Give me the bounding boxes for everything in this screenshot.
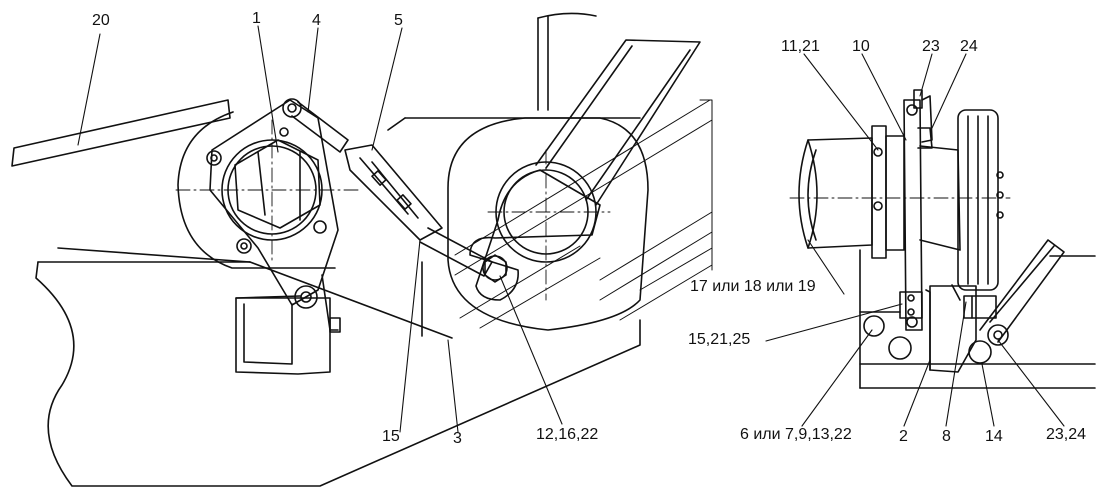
bracket-part-2 [929,285,977,373]
callout-5: 5 [394,12,403,29]
pulley-arm [469,169,601,301]
rod-part-15 [419,227,493,277]
callout-4: 4 [312,12,321,29]
callout-6-7-9-13-22: 6 или 7,9,13,22 [740,426,852,443]
callout-3: 3 [453,430,462,447]
callout-10: 10 [852,38,870,55]
pulley-disk [919,145,961,251]
callout-8: 8 [942,428,951,445]
belt-part-20 [11,99,231,167]
bolt [294,285,318,309]
roller-14 [968,340,992,364]
bolt [313,220,327,234]
callout-14: 14 [985,428,1003,445]
square-hub [234,139,321,229]
callout-20: 20 [92,12,110,29]
bolt [236,238,252,254]
leader-lines [77,25,1065,433]
callout-11-21: 11,21 [781,38,820,55]
frame-outline [35,261,641,487]
housing-body [177,111,336,269]
turnbuckle-part-5 [344,144,443,241]
pulley-housing [447,117,649,331]
bolt [206,150,222,166]
rod-part-23-24 [979,239,1065,343]
left-view [11,12,713,487]
callout-24: 24 [960,38,978,55]
callout-23-24: 23,24 [1046,426,1087,443]
callout-23: 23 [922,38,940,55]
callout-2: 2 [899,428,908,445]
motor-body [798,137,873,249]
callout-15: 15 [382,428,400,445]
nut-12-16-22 [482,255,508,281]
callout-12-16-22: 12,16,22 [536,426,599,443]
plate-part-1 [209,99,339,306]
right-view [798,89,1096,389]
mount-bracket [235,297,331,375]
diagonal-strut [535,39,701,206]
callout-17-18-19: 17 или 18 или 19 [690,278,816,295]
callout-1: 1 [252,10,261,27]
centerlines [175,119,1011,301]
pulley-wheel [957,109,999,291]
callout-15-21-25: 15,21,25 [688,331,751,348]
arm-part-4 [291,101,349,153]
